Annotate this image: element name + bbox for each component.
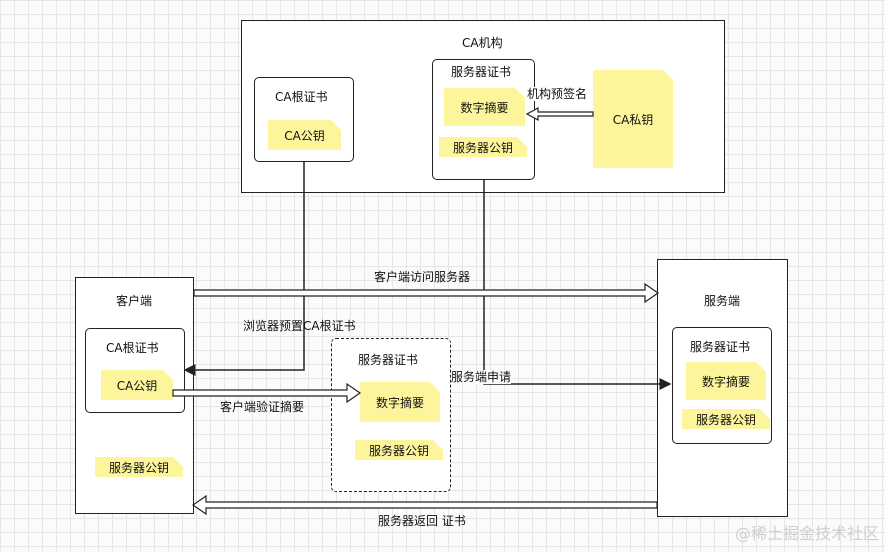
verify-arrow [172, 382, 362, 404]
ca-root-cert-top-title: CA根证书 [275, 90, 328, 104]
preset-connector [183, 162, 305, 376]
label-server-apply: 服务端申请 [451, 370, 512, 384]
label-browser-preset: 浏览器预置CA根证书 [243, 319, 356, 333]
verify-cert-title: 服务器证书 [358, 353, 419, 367]
server-cert-title: 服务器证书 [690, 340, 751, 354]
server-cert-top-digest: 数字摘要 [444, 88, 525, 126]
server-cert-digest: 数字摘要 [686, 362, 766, 400]
client-server-pubkey: 服务器公钥 [95, 457, 183, 477]
visit-arrow [193, 282, 660, 304]
ca-org-title: CA机构 [462, 36, 503, 50]
sign-label: 机构预签名 [527, 87, 588, 101]
client-title: 客户端 [116, 294, 153, 308]
watermark: @稀土掘金技术社区 [734, 524, 879, 543]
server-cert-top-title: 服务器证书 [451, 65, 512, 79]
verify-cert-pubkey: 服务器公钥 [355, 440, 443, 460]
server-title: 服务端 [704, 294, 741, 308]
return-arrow [191, 494, 658, 516]
label-client-verify: 客户端验证摘要 [220, 400, 305, 414]
client-root-cert-title: CA根证书 [106, 341, 159, 355]
ca-private-key: CA私钥 [593, 70, 673, 168]
server-cert-pubkey: 服务器公钥 [682, 409, 770, 429]
verify-cert-digest: 数字摘要 [360, 382, 440, 422]
client-ca-pubkey: CA公钥 [101, 370, 173, 400]
server-cert-top-pubkey: 服务器公钥 [439, 137, 527, 157]
label-client-visit: 客户端访问服务器 [374, 270, 471, 284]
apply-connector [483, 180, 672, 390]
sign-arrow [525, 106, 594, 122]
label-server-return: 服务器返回 证书 [378, 514, 466, 528]
ca-root-cert-top-pubkey: CA公钥 [268, 120, 341, 150]
